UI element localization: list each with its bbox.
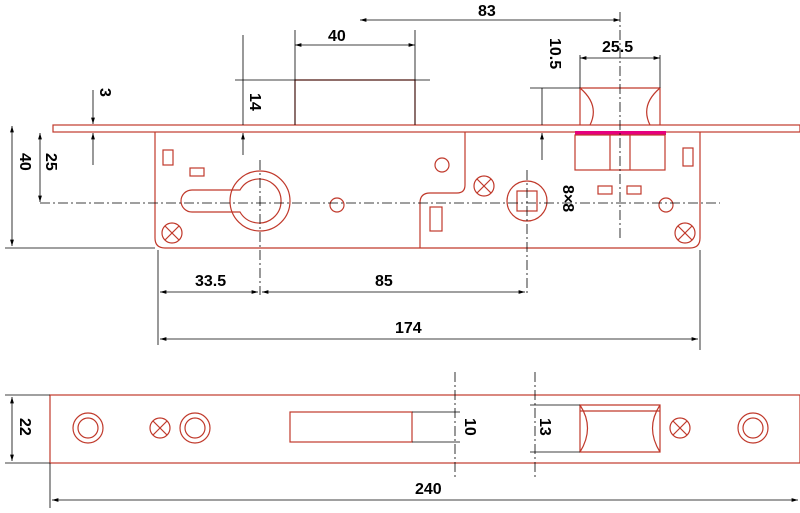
dim-83-label: 83 — [478, 3, 496, 20]
dim-3: 3 — [91, 88, 113, 165]
dim-240: 240 — [49, 463, 798, 508]
dim-13: 13 — [530, 404, 580, 453]
slot-1 — [162, 149, 174, 166]
screw-3 — [674, 222, 696, 244]
faceplate — [52, 124, 800, 133]
faceplate-front — [49, 394, 800, 464]
dim-22: 22 — [5, 394, 50, 464]
dim-10-label: 10 — [461, 418, 478, 436]
cylinder-keyhole — [180, 178, 282, 224]
dim-40-top: 40 — [294, 28, 416, 125]
slot-6 — [429, 206, 443, 232]
lock-case — [154, 132, 701, 249]
deadbolt-slot — [289, 411, 413, 443]
dim-10-5: 10.5 — [530, 38, 580, 160]
slot-4 — [597, 185, 613, 195]
dim-40-left: 40 — [5, 126, 155, 249]
slot-2 — [189, 167, 205, 177]
dim-3-label: 3 — [96, 88, 113, 97]
hole-1 — [329, 197, 345, 213]
lever-profile — [419, 132, 466, 248]
hole-3 — [658, 197, 674, 213]
dim-174: 174 — [160, 250, 701, 350]
dim-25-label: 25 — [42, 153, 59, 171]
dim-8x8-label: 8×8 — [559, 185, 576, 212]
hole-2 — [434, 157, 450, 173]
dim-83: 83 — [360, 3, 620, 22]
dim-14: 14 — [235, 35, 430, 155]
dim-85-label: 85 — [375, 273, 393, 290]
screw-2 — [473, 175, 495, 197]
dim-14-label: 14 — [246, 93, 263, 111]
faceplate-screw-1 — [149, 417, 171, 439]
dim-33-5-label: 33.5 — [195, 273, 226, 290]
lock-body-view — [52, 79, 800, 249]
faceplate-hole-mid — [179, 412, 211, 444]
dim-25-5-label: 25.5 — [602, 39, 633, 56]
dim-40-left-label: 40 — [16, 153, 33, 171]
dim-10: 10 — [412, 411, 478, 443]
dim-22-label: 22 — [16, 418, 33, 436]
faceplate-front-view — [49, 394, 800, 464]
dim-10-5-label: 10.5 — [546, 38, 563, 69]
latch-highlight — [575, 131, 666, 135]
deadbolt — [294, 79, 416, 125]
faceplate-hole-right — [737, 412, 769, 444]
dim-40-top-label: 40 — [328, 28, 346, 45]
screw-1 — [161, 222, 183, 244]
faceplate-screw-2 — [669, 417, 691, 439]
dim-240-label: 240 — [415, 481, 442, 498]
dim-174-label: 174 — [395, 320, 422, 337]
dim-33-5: 33.5 — [157, 250, 258, 345]
cylinder-outer — [229, 170, 291, 232]
latch-slot — [579, 404, 661, 453]
dim-13-label: 13 — [536, 418, 553, 436]
dim-25: 25 — [38, 133, 59, 202]
slot-3 — [682, 147, 694, 167]
faceplate-hole-left — [72, 412, 104, 444]
dim-85: 85 — [262, 273, 525, 294]
dim-25-5: 25.5 — [579, 39, 661, 88]
slot-5 — [626, 185, 642, 195]
